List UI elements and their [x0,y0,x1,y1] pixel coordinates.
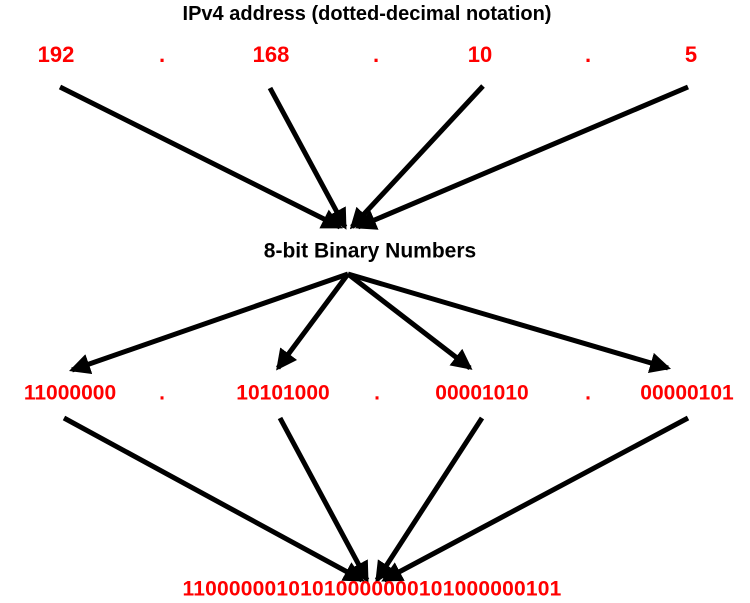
arrow-binary-to-octet-1 [69,271,349,375]
arrow-binary-to-octet-4 [347,271,672,374]
arrow-octet-3-to-result [374,416,485,583]
arrow-decimal-2-to-binary [267,86,348,230]
binary-numbers-label: 8-bit Binary Numbers [263,239,477,263]
decimal-octet-3: 10 [467,42,493,67]
decimal-octet-1: 192 [37,42,75,67]
binary-octet-4: 00000101 [640,381,734,405]
binary-separator-2: . [374,381,380,405]
decimal-separator-2: . [372,42,380,67]
decimal-separator-3: . [584,42,592,67]
arrow-decimal-3-to-binary [349,84,485,230]
arrow-decimal-4-to-binary [355,84,689,230]
binary-separator-1: . [159,381,165,405]
arrow-binary-to-octet-2 [275,272,351,371]
binary-result: 11000000101010000000101000000101 [182,577,562,601]
arrow-octet-1-to-result [62,415,365,583]
arrow-octet-2-to-result [277,416,370,583]
decimal-separator-1: . [158,42,166,67]
binary-octet-2: 10101000 [236,381,330,405]
arrow-octet-4-to-result [381,415,690,583]
binary-separator-3: . [585,381,591,405]
decimal-octet-2: 168 [252,42,290,67]
decimal-octet-4: 5 [684,42,698,67]
arrow-binary-to-octet-3 [346,272,473,370]
binary-octet-1: 11000000 [23,381,117,405]
binary-octet-3: 00001010 [435,381,529,405]
arrow-decimal-1-to-binary [58,84,343,230]
diagram-title: IPv4 address (dotted-decimal notation) [182,3,552,25]
